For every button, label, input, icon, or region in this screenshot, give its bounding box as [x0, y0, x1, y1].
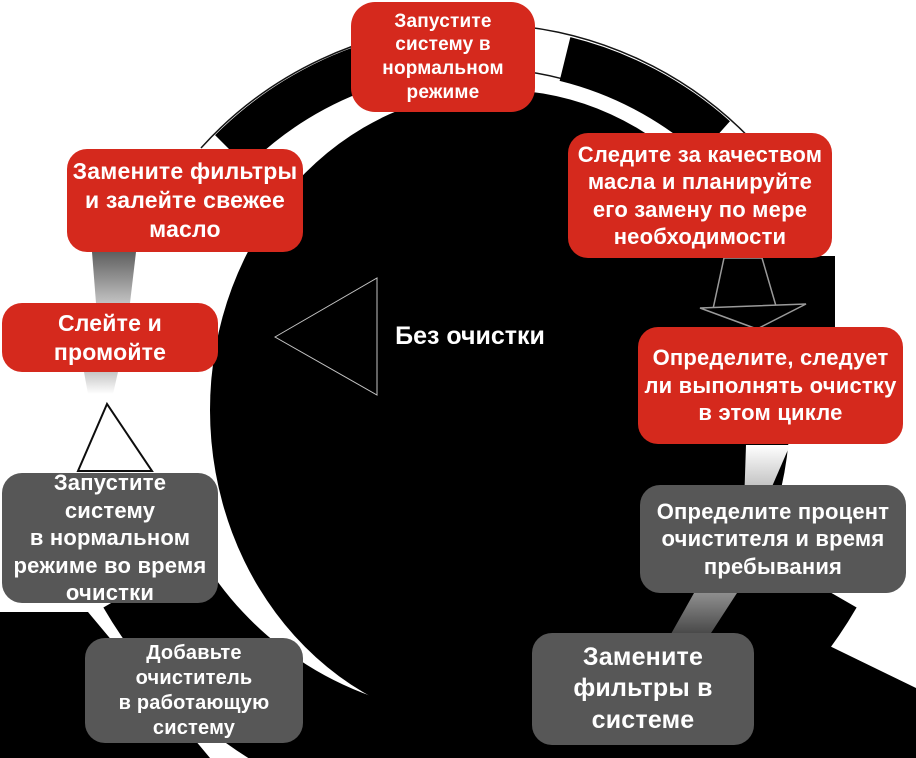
up-triangle-icon [76, 401, 154, 472]
node-decide-cleaning: Определите, следует ли выполнять очистку… [638, 327, 903, 444]
connector-replace-to-drain [92, 252, 136, 303]
left-triangle-icon [273, 277, 378, 396]
node-add-cleaner: Добавьте очиститель в работающую систему [85, 638, 303, 743]
node-run-during-cleaning: Запустите систему в нормальном режиме во… [2, 470, 218, 605]
node-monitor-oil: Следите за качеством масла и планируйте … [568, 133, 832, 258]
cycle-arc-top-right [559, 37, 730, 156]
label-no-cleaning: Без очистки [395, 322, 545, 350]
node-drain-flush: Слейте и промойте [2, 303, 218, 372]
node-percent-residence: Определите процент очистителя и время пр… [640, 485, 906, 593]
node-replace-filters-system: Замените фильтры в системе [532, 633, 754, 745]
node-run-normal: Запустите систему в нормальном режиме [351, 2, 535, 112]
node-replace-filters-oil: Замените фильтры и залейте свежее масло [67, 149, 303, 252]
down-arrow-icon [699, 257, 807, 330]
connector-drain-down [84, 372, 118, 394]
